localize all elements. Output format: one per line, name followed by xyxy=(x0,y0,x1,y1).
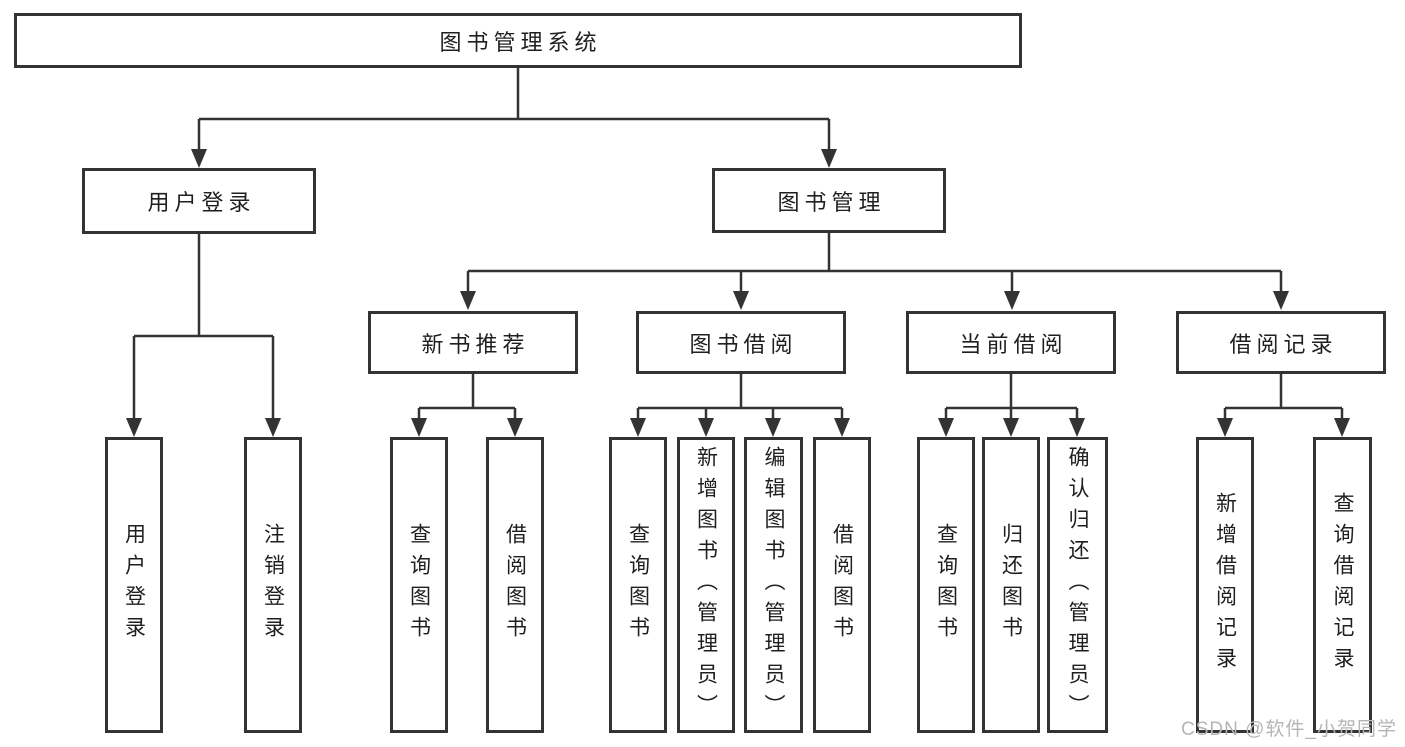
node-user-login: 用户登录 xyxy=(82,168,316,234)
leaf-query-books-current: 查询图书 xyxy=(917,437,975,733)
node-library-system: 图书管理系统 xyxy=(14,13,1022,68)
node-book-borrow: 图书借阅 xyxy=(636,311,846,374)
node-current-borrow: 当前借阅 xyxy=(906,311,1116,374)
node-borrow-records: 借阅记录 xyxy=(1176,311,1386,374)
leaf-edit-book-admin: 编辑图书（管理员） xyxy=(744,437,803,733)
node-new-book-recommend: 新书推荐 xyxy=(368,311,578,374)
node-book-management: 图书管理 xyxy=(712,168,946,233)
leaf-query-books-recommend: 查询图书 xyxy=(390,437,448,733)
leaf-user-login: 用户登录 xyxy=(105,437,163,733)
leaf-add-borrow-record: 新增借阅记录 xyxy=(1196,437,1254,733)
leaf-confirm-return-admin: 确认归还（管理员） xyxy=(1047,437,1108,733)
leaf-return-book: 归还图书 xyxy=(982,437,1040,733)
leaf-add-book-admin: 新增图书（管理员） xyxy=(677,437,735,733)
leaf-borrow-books-recommend: 借阅图书 xyxy=(486,437,544,733)
watermark: CSDN @软件_小贺同学 xyxy=(1181,719,1397,740)
leaf-query-borrow-record: 查询借阅记录 xyxy=(1313,437,1372,733)
leaf-query-books-borrow: 查询图书 xyxy=(609,437,667,733)
leaf-borrow-books: 借阅图书 xyxy=(813,437,871,733)
leaf-logout: 注销登录 xyxy=(244,437,302,733)
